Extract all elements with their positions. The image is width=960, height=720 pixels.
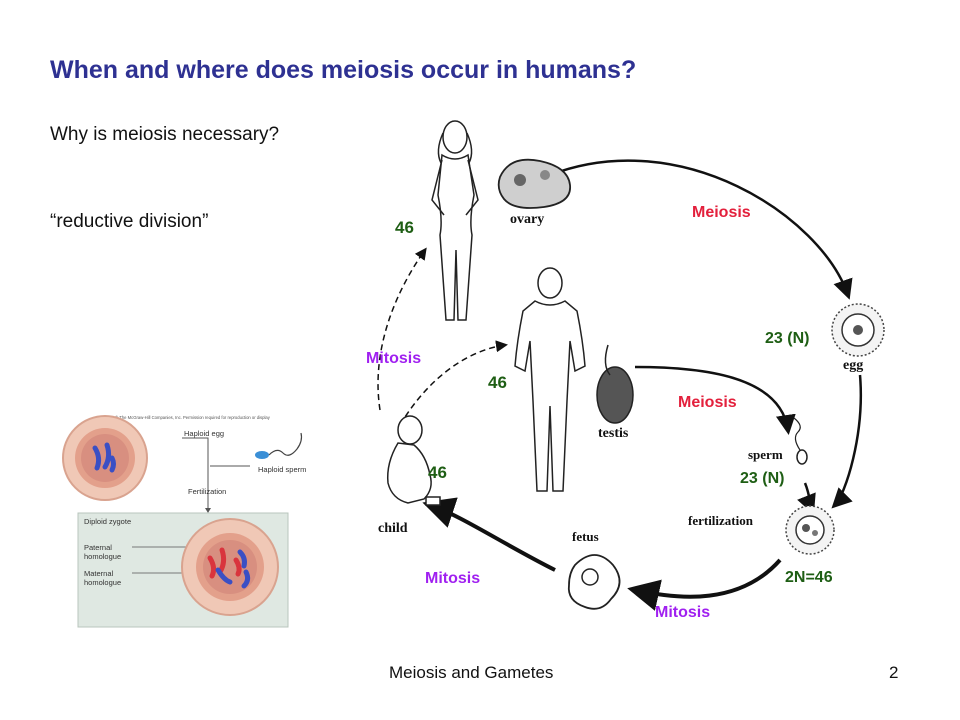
arrow-zygote-to-fetus <box>627 558 782 611</box>
page-number: 2 <box>889 663 899 682</box>
inset-haploid-egg-label: Haploid egg <box>184 429 224 438</box>
arrow-testis-to-sperm <box>634 365 796 435</box>
diploid-zygote-cell <box>181 518 279 616</box>
mitosis-label-bottom: Mitosis <box>425 570 480 587</box>
sperm-label: sperm <box>748 447 783 462</box>
reductive-division-text: “reductive division” <box>50 211 209 232</box>
sperm-illustration <box>793 417 808 465</box>
haploid-sperm <box>255 432 303 459</box>
fetus-illustration <box>567 554 621 610</box>
testis-label: testis <box>598 426 629 441</box>
meiosis-label-ovary: Meiosis <box>692 204 751 221</box>
arrow-fetus-to-child <box>422 497 556 572</box>
sperm-chromosome-count: 23 (N) <box>740 470 784 487</box>
ovary-illustration <box>497 158 571 209</box>
child-figure <box>386 415 441 506</box>
meiosis-label-testis: Meiosis <box>678 394 737 411</box>
testis-illustration <box>596 344 634 424</box>
adult-male-figure <box>514 267 586 492</box>
male-chromosome-count: 46 <box>488 373 507 392</box>
child-label: child <box>378 521 408 536</box>
inset-haploid-sperm-label: Haploid sperm <box>258 465 306 474</box>
inset-diploid-zygote-label: Diploid zygote <box>84 517 131 526</box>
egg-illustration <box>831 303 885 357</box>
slide-title: When and where does meiosis occur in hum… <box>50 56 637 84</box>
question-why-meiosis: Why is meiosis necessary? <box>50 124 280 145</box>
arrow-child-to-male <box>399 340 508 426</box>
haploid-egg-cell <box>62 415 148 501</box>
zygote-chromosome-count: 2N=46 <box>785 569 833 586</box>
mitosis-label-fetus: Mitosis <box>655 604 710 621</box>
inset-fertilization-label: Fertilization <box>188 487 226 496</box>
inset-maternal-label-2: homologue <box>84 578 121 587</box>
zygote-inset-figure: Copyright © The McGraw-Hill Companies, I… <box>62 415 306 628</box>
inset-copyright: Copyright © The McGraw-Hill Companies, I… <box>96 415 271 420</box>
egg-chromosome-count: 23 (N) <box>765 330 809 347</box>
inset-maternal-label-1: Maternal <box>84 569 114 578</box>
child-chromosome-count: 46 <box>428 463 447 482</box>
fetus-label: fetus <box>572 529 599 544</box>
human-life-cycle-diagram: 46 ovary Meiosis 23 (N) egg 46 testis Me… <box>366 120 885 621</box>
egg-label: egg <box>843 358 863 373</box>
fertilization-label: fertilization <box>688 513 754 528</box>
zygote-illustration <box>785 505 835 555</box>
footer-title: Meiosis and Gametes <box>389 663 554 682</box>
arrow-child-to-female <box>377 247 427 411</box>
arrow-ovary-to-egg <box>549 159 853 300</box>
inset-paternal-label-2: homologue <box>84 552 121 561</box>
female-chromosome-count: 46 <box>395 218 414 237</box>
mitosis-label-child: Mitosis <box>366 350 421 367</box>
ovary-label: ovary <box>510 212 544 227</box>
arrow-egg-to-fertilization <box>831 374 862 509</box>
adult-female-figure <box>431 120 479 321</box>
inset-paternal-label-1: Paternal <box>84 543 112 552</box>
